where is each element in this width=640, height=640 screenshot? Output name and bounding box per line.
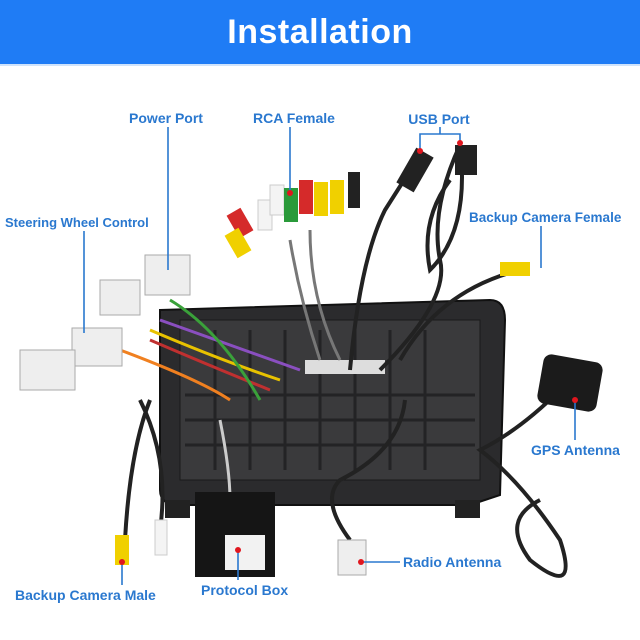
gps-antenna-module xyxy=(537,354,603,412)
header-banner: Installation xyxy=(0,0,640,66)
page-title: Installation xyxy=(227,12,413,51)
rca-plugs xyxy=(224,172,360,259)
label-usb-port: USB Port xyxy=(408,111,470,127)
label-backup-camera-male: Backup Camera Male xyxy=(15,587,156,603)
protocol-box-module xyxy=(195,492,275,577)
usb-connectors xyxy=(396,145,477,193)
backup-camera-male-plug xyxy=(115,519,168,565)
label-radio-antenna: Radio Antenna xyxy=(403,554,501,570)
label-protocol-box: Protocol Box xyxy=(201,582,288,598)
label-rca-female: RCA Female xyxy=(253,110,335,126)
harness-wires xyxy=(119,229,342,501)
leader-lines xyxy=(83,127,578,585)
steering-connectors xyxy=(19,279,141,391)
backup-camera-female-plug xyxy=(500,262,530,276)
label-steering-wheel-control: Steering Wheel Control xyxy=(5,215,149,230)
label-gps-antenna: GPS Antenna xyxy=(531,442,620,458)
radio-antenna-plug xyxy=(337,539,367,576)
label-backup-camera-female: Backup Camera Female xyxy=(469,210,622,225)
cables xyxy=(123,144,568,578)
label-power-port: Power Port xyxy=(129,110,203,126)
